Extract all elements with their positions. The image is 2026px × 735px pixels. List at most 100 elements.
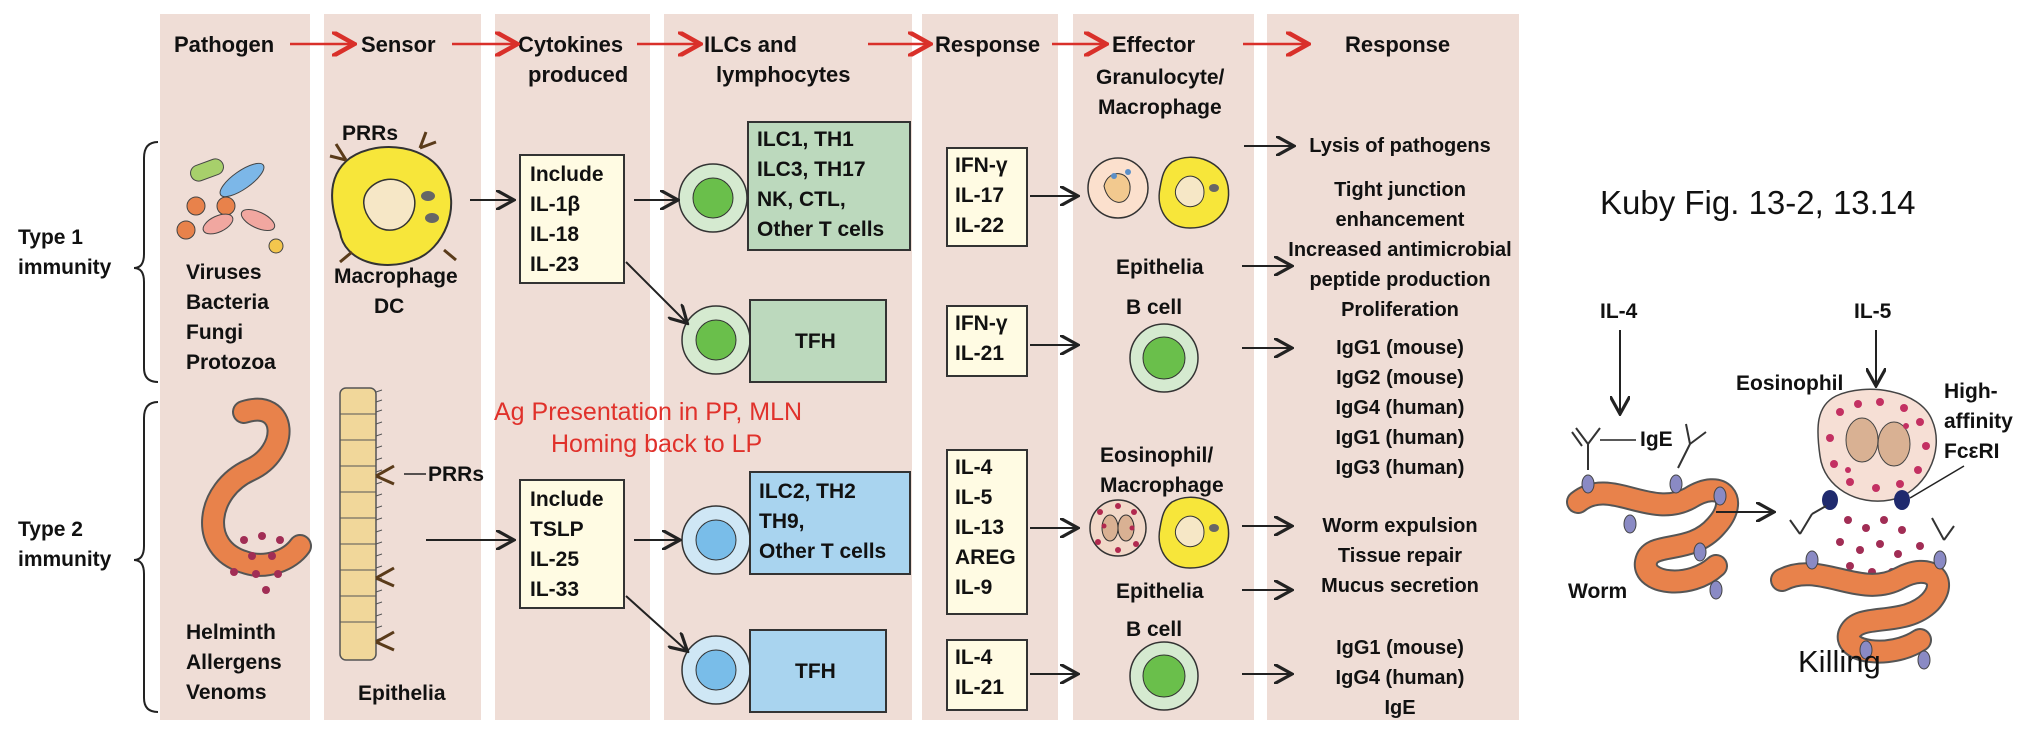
header-cytokines-line1: Cytokines [518,32,623,57]
epithelium-icon [339,387,395,661]
side-worm-icon [1568,480,1737,592]
row-label-type2-line1: Type 2 [18,518,83,541]
response-type2-a-line5: IL-9 [955,576,992,599]
response-type2-a-line4: AREG [955,546,1016,569]
cytokine-type2-line4: IL-33 [530,578,579,601]
response-box-type1-a [946,147,1028,247]
response-type1-b-line2: IL-21 [955,342,1004,365]
header-response: Response [935,32,1040,57]
killing-worm-receptors [1805,550,1947,670]
microbe-icon [176,158,284,254]
response-type2-b-line2: IL-21 [955,676,1004,699]
side-worm-label: Worm [1568,580,1627,603]
final-response-type2-line2: Tissue repair [1338,545,1462,567]
bcell-nucleus-type1 [1142,336,1186,380]
cytokine-box-type2 [519,479,625,609]
response-type2-a-line3: IL-13 [955,516,1004,539]
side-il5-label: IL-5 [1854,300,1892,323]
final-response-type1-line3: enhancement [1336,209,1465,231]
header-pathogen: Pathogen [174,32,274,57]
header-ilcs-line2: lymphocytes [716,62,851,87]
citation: Kuby Fig. 13-2, 13.14 [1600,184,1916,221]
effector-type1-bcell: B cell [1126,296,1182,319]
eosinophil-icon-large [1817,388,1937,510]
final-response-type1-line9: IgG4 (human) [1336,397,1465,419]
bcell-nucleus-type2 [1142,654,1186,698]
response-box-type2-a [946,449,1028,615]
final-response-type2-line1: Worm expulsion [1322,515,1477,537]
side-killing-label: Killing [1798,644,1881,679]
ilc-box-type2 [749,471,911,575]
worm-receptors [1581,474,1727,600]
final-response-type1-line7: IgG1 (mouse) [1336,337,1464,359]
response-type1-a-line3: IL-22 [955,214,1004,237]
annotation-line1: Ag Presentation in PP, MLN [494,398,802,426]
allergen-dots [230,532,284,594]
ilc-type2-line3: Other T cells [759,540,886,563]
side-il4-label: IL-4 [1600,300,1638,323]
column-final-response [1267,14,1519,720]
cytokine-type1-line3: IL-18 [530,223,579,246]
side-receptor-line1: High- [1944,380,1998,403]
ilc-type1-line3: NK, CTL, [757,188,846,211]
effector-type1-top-line2: Macrophage [1098,96,1222,119]
granulocyte-icon [1087,157,1149,219]
header-final-response: Response [1345,32,1450,57]
macrophage-icon [329,131,457,266]
effector-type1-top-line1: Granulocyte/ [1096,66,1225,89]
response-type1-a-line2: IL-17 [955,184,1004,207]
receptor-pointer [1909,465,1965,499]
row-label-type2-line2: immunity [18,548,112,571]
macrophage-icon-effector-type2 [1158,496,1230,569]
tfh-type2-label: TFH [795,660,836,683]
header-cytokines-line2: produced [528,62,628,87]
response-type2-a-line1: IL-4 [955,456,993,479]
response-type1-a-line1: IFN-γ [955,154,1008,177]
arrow-cytokine-tfh-type2 [625,595,686,650]
final-response-type1-line8: IgG2 (mouse) [1336,367,1464,389]
response-type2-a-line2: IL-5 [955,486,993,509]
brace-type2 [133,401,159,713]
sensor-type1-line1: Macrophage [334,265,458,288]
ilc-type2-line2: TH9, [759,510,805,533]
eosinophil-icon [1089,499,1147,557]
cytokine-type1-line4: IL-23 [530,253,579,276]
tfh-type1-label: TFH [795,330,836,353]
sensor-type1-line2: DC [374,295,404,318]
final-response-type1-line11: IgG3 (human) [1336,457,1465,479]
final-response-type1-line6: Proliferation [1341,299,1459,321]
lymphocyte-nucleus [692,177,734,219]
response-type2-b-line1: IL-4 [955,646,993,669]
pathogen-type1-line2: Bacteria [186,291,269,314]
killing-worm-icon [1772,561,1948,662]
ilc-type1-line2: ILC3, TH17 [757,158,866,181]
sensor-prrs-label: PRRs [342,122,398,145]
tfh-box-type2 [749,629,887,713]
antibody-icons-bound [1789,505,1955,541]
sensor-type2-label: Epithelia [358,682,446,705]
row-label-type1-line1: Type 1 [18,226,83,249]
response-box-type1-b [946,305,1028,377]
antibody-icon [1571,423,1707,470]
sensor-type2-prrs-label: PRRs [428,463,484,486]
brace-type1 [133,141,159,383]
ilc-box-type1 [747,121,911,251]
effector-type2-top-line2: Macrophage [1100,474,1224,497]
final-response-type2-line6: IgE [1384,697,1415,719]
ilc-type1-line1: ILC1, TH1 [757,128,854,151]
effector-type2-top-line1: Eosinophil/ [1100,444,1213,467]
lymphocyte-nucleus-tfh [695,319,737,361]
cytokine-type2-line1: Include [530,488,604,511]
effector-type2-epithelia: Epithelia [1116,580,1204,603]
annotation-line2: Homing back to LP [551,430,762,458]
lymphocyte-nucleus-type2-tfh [695,649,737,691]
side-receptor-line3: FcεRI [1944,440,1999,463]
tfh-box-type1 [749,299,887,383]
ilc-type2-line1: ILC2, TH2 [759,480,856,503]
ilc-type1-line4: Other T cells [757,218,884,241]
response-type1-b-line1: IFN-γ [955,312,1008,335]
cytokine-type1-line2: IL-1β [530,193,580,216]
header-effector: Effector [1112,32,1196,57]
lymphocyte-nucleus-type2 [695,519,737,561]
